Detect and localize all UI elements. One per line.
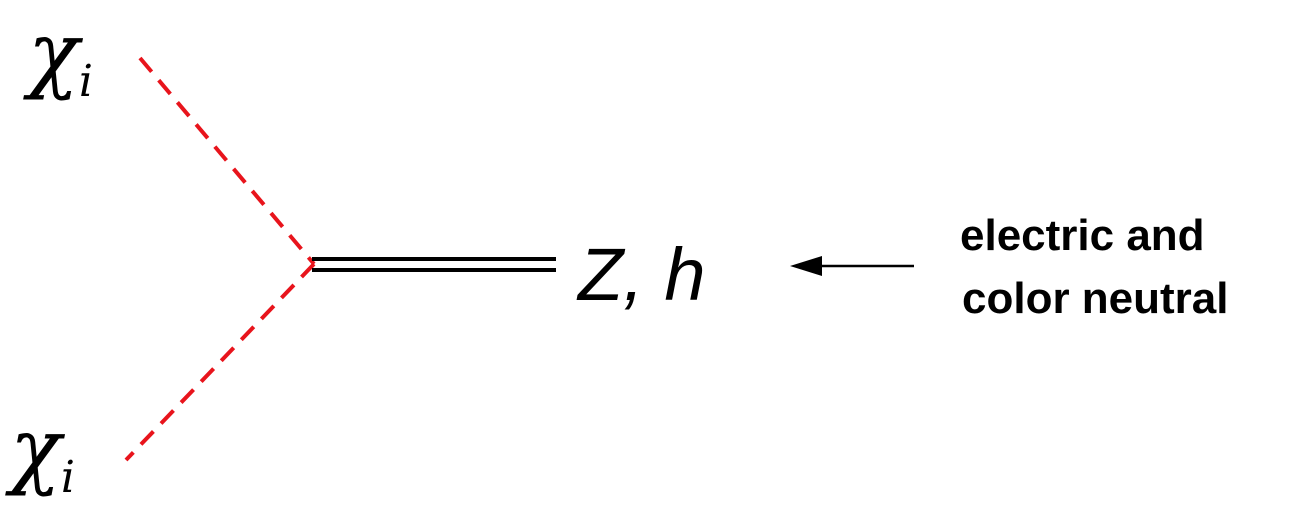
top-chi-symbol: χ: [23, 4, 84, 102]
top-particle-label: χi: [23, 4, 93, 107]
bottom-particle-label: χi: [5, 400, 75, 503]
bottom-dashed-line: [124, 262, 316, 462]
mediator-double-line: [312, 257, 556, 272]
annotation-line-2: color neutral: [962, 274, 1229, 323]
mediator-label: Z, h: [576, 233, 705, 316]
annotation-line-1: electric and: [960, 211, 1205, 260]
left-arrow-icon: [790, 256, 914, 276]
bottom-chi-subscript: i: [61, 452, 75, 503]
bottom-chi-symbol: χ: [5, 400, 66, 498]
top-dashed-line: [138, 56, 316, 266]
top-chi-subscript: i: [79, 56, 93, 107]
